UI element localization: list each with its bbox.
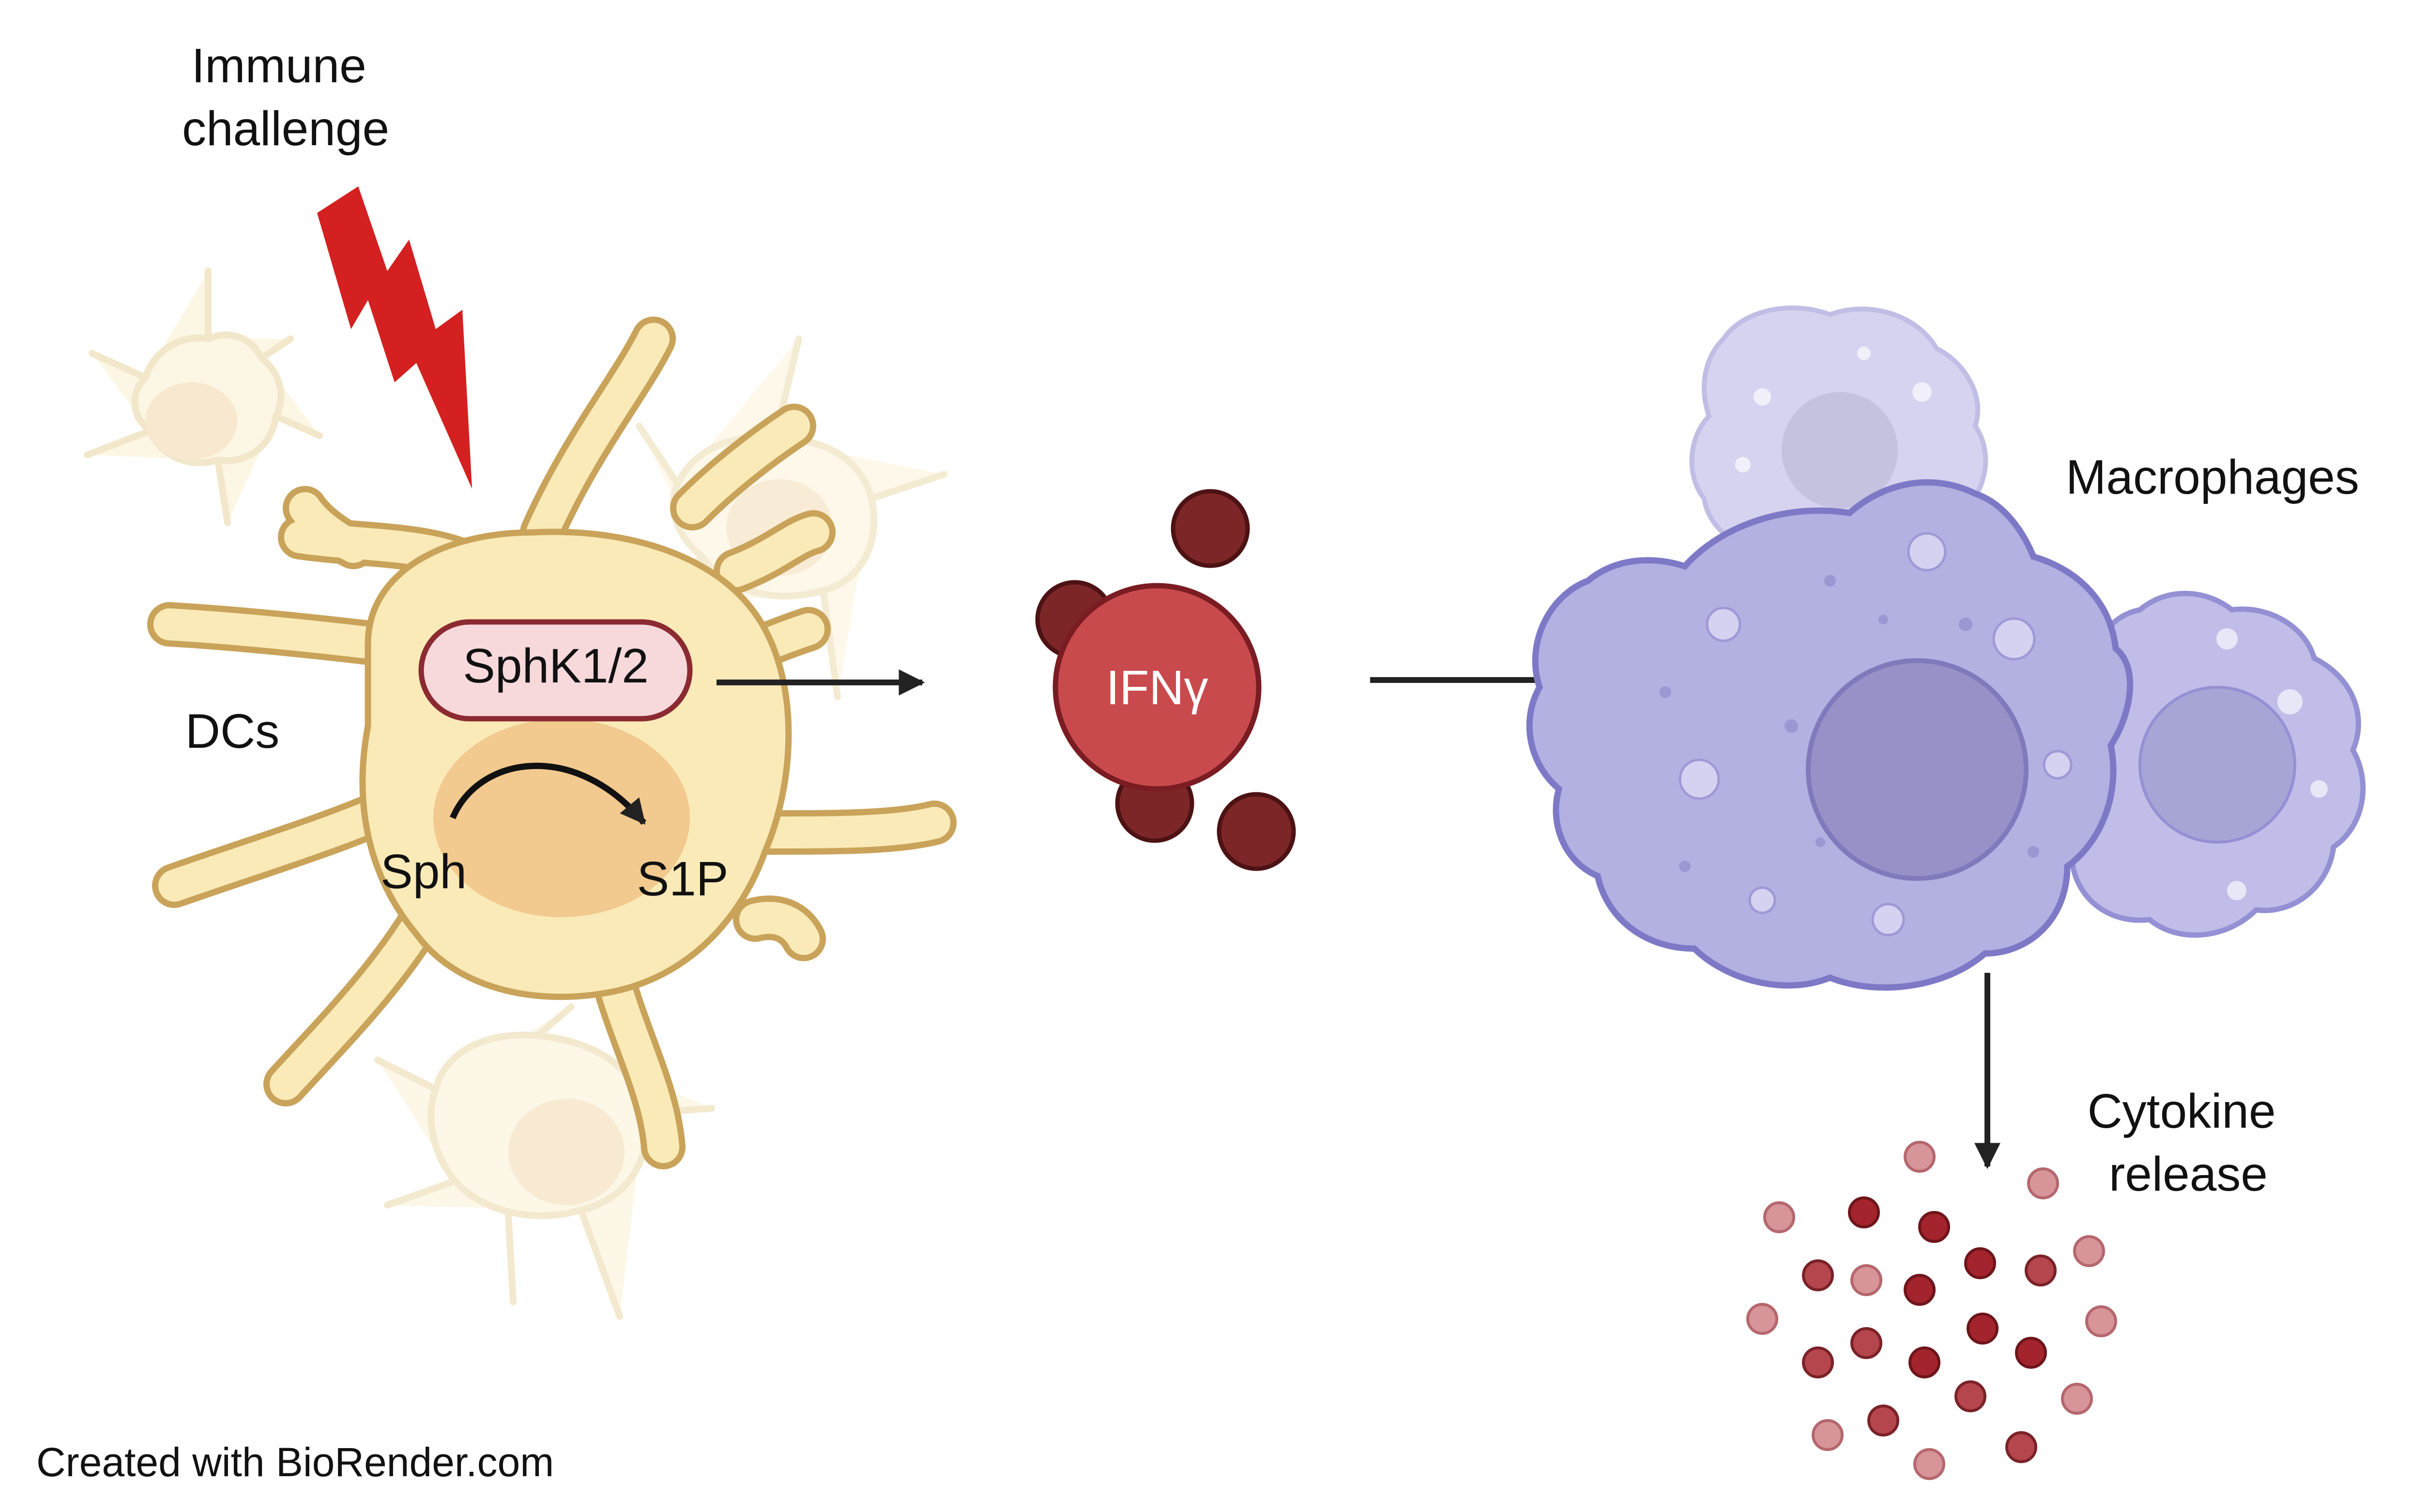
dcs-label: DCs	[185, 704, 279, 758]
cytokine-particle-icon	[2085, 1305, 2117, 1337]
cytokine-particle-icon	[1850, 1327, 1882, 1359]
s1p-label: S1P	[637, 852, 728, 906]
cytokine-particle-icon	[1904, 1141, 1936, 1173]
cytokine-particle-icon	[1918, 1211, 1950, 1243]
cytokine-particle-icon	[1867, 1405, 1899, 1436]
dc-nucleus	[433, 719, 690, 917]
cytokine-particle-icon	[1954, 1380, 1986, 1412]
cytokine-particle-icon	[1913, 1448, 1945, 1480]
ifng-label: IFNγ	[1106, 661, 1208, 715]
sph-label: Sph	[381, 845, 467, 899]
immune-challenge-title: Immune challenge	[182, 39, 389, 156]
cytokine-particle-icon	[1763, 1201, 1795, 1233]
background-dc-icon-3	[374, 1003, 715, 1320]
background-dc-icon-1	[84, 268, 323, 526]
conversion-arrow-icon	[450, 763, 647, 825]
lightning-bolt-icon	[317, 186, 472, 489]
cytokine-particle-icon	[1746, 1303, 1778, 1335]
macrophage-cell-icon-right	[2043, 590, 2366, 938]
ifng-cytokine-icon: IFNγ	[1035, 489, 1296, 871]
cytokine-particle-icon	[2073, 1235, 2105, 1267]
cytokine-particle-icon	[1964, 1247, 1996, 1279]
cytokine-particle-icon	[2025, 1255, 2057, 1286]
cytokine-particles	[1746, 1141, 2117, 1480]
sphk-enzyme-badge: SphK1/2	[418, 619, 693, 722]
macrophages-label: Macrophages	[2066, 450, 2359, 504]
cytokine-particle-icon	[2015, 1337, 2047, 1369]
cytokine-particle-icon	[1802, 1346, 1834, 1378]
cytokine-particle-icon	[1850, 1264, 1882, 1296]
cytokine-particle-icon	[1904, 1274, 1936, 1306]
cytokine-particle-icon	[1848, 1196, 1880, 1228]
cytokine-particle-icon	[1967, 1313, 1999, 1345]
credit-text: Created with BioRender.com	[36, 1439, 554, 1485]
cytokine-particle-icon	[1908, 1346, 1940, 1378]
cytokine-release-label: Cytokine release	[2088, 1084, 2289, 1201]
cytokine-particle-icon	[2005, 1431, 2037, 1463]
cytokine-particle-icon	[1802, 1259, 1834, 1291]
cytokine-particle-icon	[2027, 1167, 2059, 1199]
cytokine-particle-icon	[1812, 1419, 1844, 1451]
cytokine-particle-icon	[2061, 1383, 2093, 1415]
sphk-label: SphK1/2	[463, 639, 649, 693]
macrophage-cell-icon-main	[1526, 479, 2134, 991]
